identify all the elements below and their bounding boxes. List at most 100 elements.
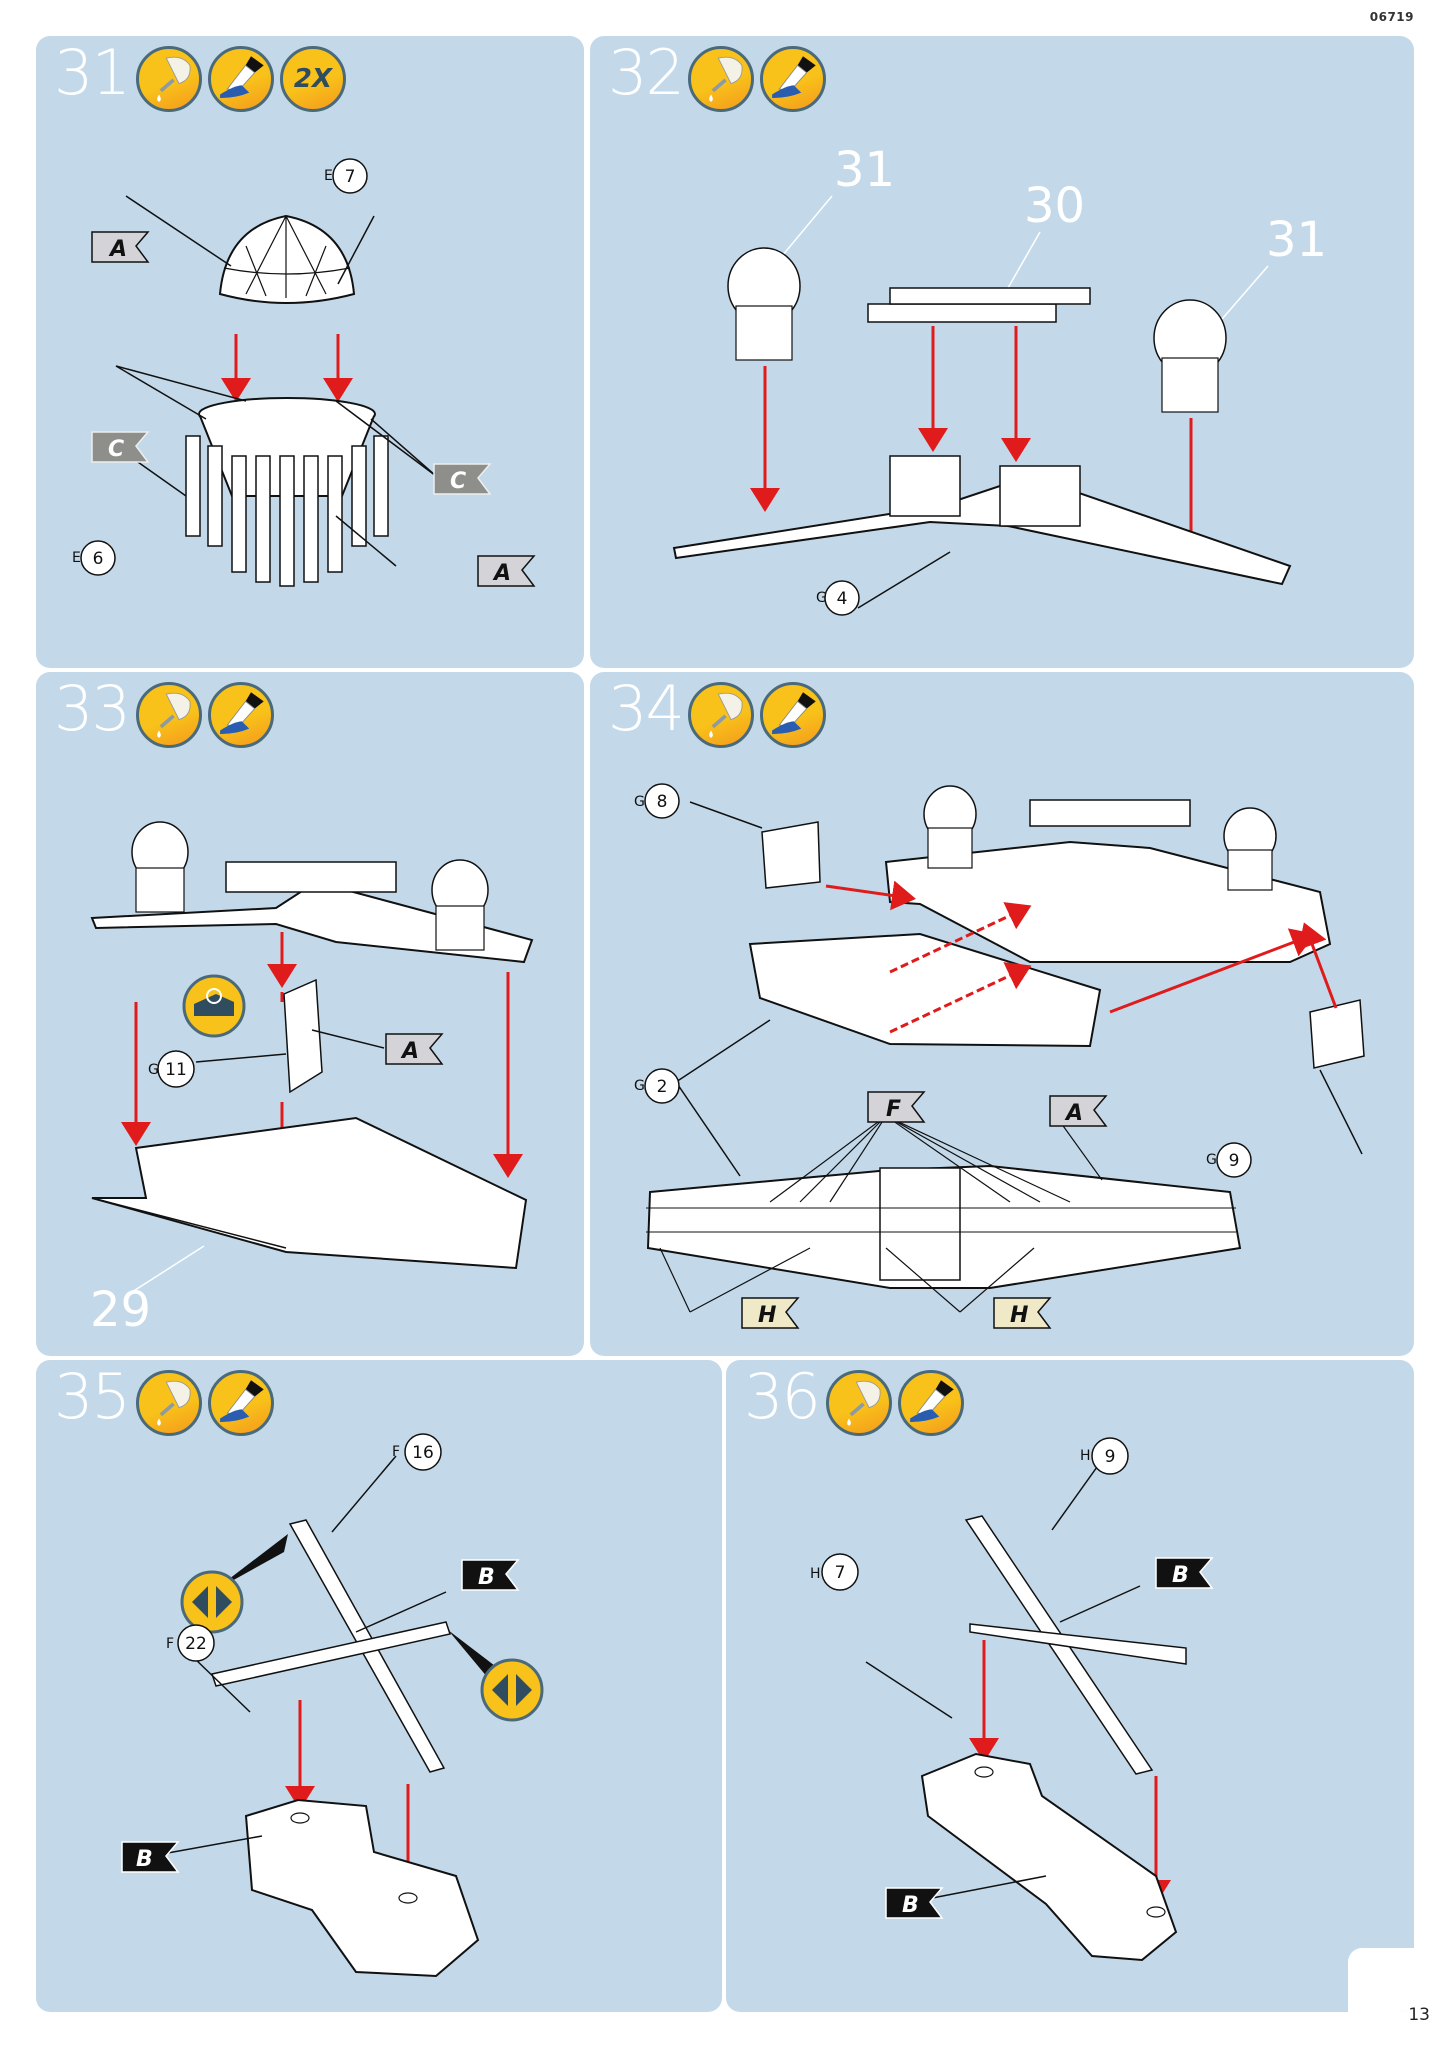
svg-text:F: F: [392, 1444, 400, 1460]
step-31-panel: 31 2X E 7: [36, 36, 584, 668]
color-flag-A: A: [477, 555, 536, 587]
color-flag-B: B: [461, 1559, 520, 1591]
part-callout-H9: H 9: [1080, 1437, 1129, 1475]
part-callout-H7: H 7: [810, 1553, 859, 1591]
step-36-panel: 36 H 9 H 7 B B: [726, 1360, 1414, 2012]
page-number: 13: [1408, 2005, 1430, 2025]
step-36-diagram: H 9 H 7 B B: [810, 1437, 1214, 1962]
svg-text:E: E: [72, 550, 81, 566]
glue-icon: [826, 1370, 892, 1436]
glue-icon: [136, 1370, 202, 1436]
svg-text:6: 6: [93, 549, 104, 569]
bulkhead-part: [283, 978, 323, 1094]
step-32-panel: 32 31 30 31 G 4: [590, 36, 1414, 668]
step-33-panel: 33 29 G 11: [36, 672, 584, 1356]
color-flag-H: H: [993, 1297, 1052, 1329]
step-35-diagram: F 16 F 22 B B: [121, 1433, 544, 1978]
step-32-diagram: 31 30 31 G 4: [672, 142, 1327, 616]
lower-hull: [91, 1116, 528, 1270]
svg-text:H: H: [758, 1303, 776, 1328]
step-icons: [826, 1370, 964, 1436]
reference-step: 31: [834, 142, 895, 198]
svg-text:7: 7: [345, 167, 356, 187]
svg-text:F: F: [166, 1636, 174, 1652]
color-flag-A: A: [91, 231, 150, 263]
svg-text:A: A: [492, 561, 511, 586]
snap-fit-icon: [448, 1630, 544, 1722]
svg-text:4: 4: [837, 589, 848, 609]
color-flag-F: F: [867, 1091, 926, 1123]
document-code: 06719: [1369, 10, 1414, 24]
cross-arm-part: [211, 1621, 451, 1687]
cross-arm-part: [969, 1623, 1187, 1665]
color-flag-B: B: [121, 1841, 180, 1873]
step-icons: 2X: [136, 46, 346, 112]
step-35-panel: 35 F 16: [36, 1360, 722, 2012]
base-plate-part: [244, 1798, 480, 1978]
step-number: 31: [54, 36, 131, 109]
color-flag-B: B: [885, 1887, 944, 1919]
tower-left: [727, 247, 801, 361]
bridge-part: [867, 287, 1091, 323]
svg-text:A: A: [400, 1039, 419, 1064]
color-flag-B: B: [1155, 1557, 1214, 1589]
svg-text:11: 11: [165, 1060, 187, 1080]
svg-text:G: G: [148, 1062, 159, 1078]
part-callout-G4: G 4: [816, 580, 860, 616]
step-icons: [136, 682, 274, 748]
part-callout-E6: E 6: [72, 540, 116, 576]
svg-text:H: H: [810, 1566, 821, 1582]
svg-text:G: G: [1206, 1152, 1217, 1168]
paint-icon: [760, 46, 826, 112]
glue-icon: [136, 46, 202, 112]
part-callout-G2: G 2: [634, 1068, 680, 1104]
paint-icon: [208, 46, 274, 112]
color-flag-C: C: [91, 431, 150, 463]
tape-dispenser-icon: [182, 974, 246, 1038]
step-number: 35: [54, 1360, 131, 1433]
svg-text:9: 9: [1229, 1151, 1240, 1171]
glue-icon: [688, 682, 754, 748]
svg-text:8: 8: [657, 792, 668, 812]
color-flag-A: A: [385, 1033, 444, 1065]
svg-text:A: A: [108, 237, 127, 262]
step-number: 33: [54, 672, 131, 745]
dome-part: [218, 214, 356, 304]
svg-text:H: H: [1010, 1303, 1028, 1328]
repeat-2x-icon: 2X: [280, 46, 346, 112]
svg-text:22: 22: [185, 1634, 207, 1654]
part-callout-G9: G 9: [1206, 1142, 1252, 1178]
step-34-diagram: G 8 G 2 G 9 F A H H: [634, 783, 1365, 1329]
part-callout-F16: F 16: [392, 1433, 442, 1471]
reference-step: 30: [1024, 178, 1085, 234]
glue-icon: [136, 682, 202, 748]
base-plate-part: [920, 1752, 1178, 1962]
svg-text:9: 9: [1105, 1447, 1116, 1467]
part-callout-E7: E 7: [324, 158, 368, 194]
legs: [185, 435, 389, 587]
svg-text:7: 7: [835, 1563, 846, 1583]
step-icons: [136, 1370, 274, 1436]
color-flag-A: A: [1049, 1095, 1108, 1127]
side-panel-part: [761, 821, 821, 889]
step-number: 32: [608, 36, 685, 109]
reference-step: 29: [90, 1282, 151, 1338]
paint-icon: [208, 682, 274, 748]
step-icons: [688, 46, 826, 112]
snap-fit-icon: [180, 1534, 288, 1634]
glue-icon: [688, 46, 754, 112]
svg-text:B: B: [902, 1893, 919, 1918]
svg-text:C: C: [108, 437, 124, 462]
side-panel-part: [1309, 999, 1365, 1069]
paint-icon: [208, 1370, 274, 1436]
svg-text:B: B: [478, 1565, 495, 1590]
step-31-diagram: E 7 E 6 A C C A: [72, 158, 536, 587]
part-callout-G11: G 11: [148, 1050, 195, 1088]
svg-text:16: 16: [412, 1443, 434, 1463]
svg-text:G: G: [634, 794, 645, 810]
part-callout-G8: G 8: [634, 783, 680, 819]
svg-text:E: E: [324, 168, 333, 184]
svg-text:C: C: [450, 469, 466, 494]
color-flag-C: C: [433, 463, 492, 495]
step-33-diagram: 29 G 11 A: [90, 821, 534, 1338]
